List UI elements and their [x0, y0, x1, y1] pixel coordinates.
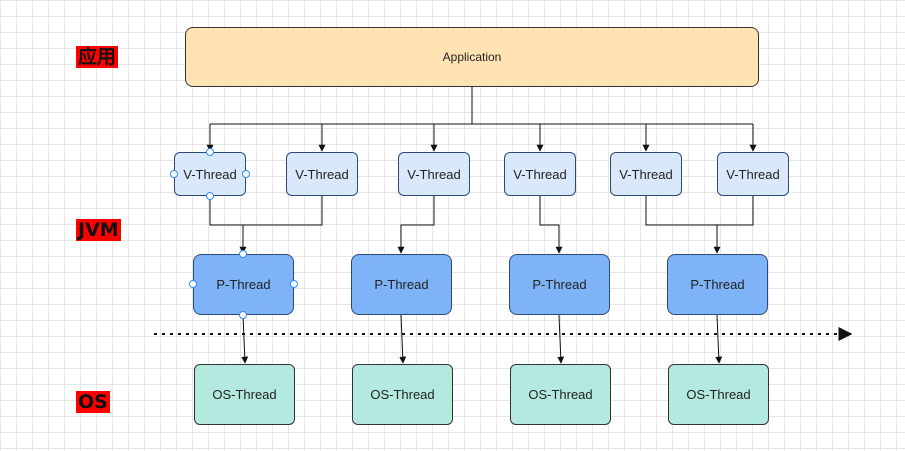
selection-handle-right[interactable] [242, 170, 250, 178]
p-thread-node-2[interactable]: P-Thread [351, 254, 452, 315]
selection-handle-right[interactable] [290, 280, 298, 288]
p-thread-node-3[interactable]: P-Thread [509, 254, 610, 315]
edge-pthread-2-osthread-2 [399, 314, 407, 364]
application-label: Application [442, 50, 502, 64]
v-thread-label: V-Thread [726, 166, 780, 182]
p-thread-label: P-Thread [690, 277, 745, 292]
selection-handle-bottom[interactable] [206, 192, 214, 200]
v-thread-node-6[interactable]: V-Thread [717, 152, 789, 196]
p-thread-label: P-Thread [216, 277, 271, 292]
edge-vthread-6-pthread-4 [717, 196, 754, 226]
v-thread-label: V-Thread [619, 166, 673, 182]
v-thread-node-2[interactable]: V-Thread [286, 152, 358, 196]
v-thread-node-3[interactable]: V-Thread [398, 152, 470, 196]
edge-pthread-1-osthread-1 [241, 314, 249, 364]
layer-label-app: 应用 [76, 46, 119, 68]
os-thread-label: OS-Thread [212, 387, 277, 402]
edge-vthread-3-pthread-2 [397, 196, 435, 254]
os-thread-node-3[interactable]: OS-Thread [510, 364, 611, 425]
edge-vthread-5-pthread-4 [645, 196, 721, 254]
p-thread-label: P-Thread [532, 277, 587, 292]
layer-label-os: OS [76, 391, 110, 413]
edge-vthread-1-pthread-1 [209, 196, 247, 254]
os-thread-node-1[interactable]: OS-Thread [194, 364, 295, 425]
os-thread-node-4[interactable]: OS-Thread [668, 364, 769, 425]
os-thread-label: OS-Thread [370, 387, 435, 402]
selection-handle-left[interactable] [189, 280, 197, 288]
os-thread-label: OS-Thread [528, 387, 593, 402]
os-thread-label: OS-Thread [686, 387, 751, 402]
p-thread-label: P-Thread [374, 277, 429, 292]
selection-handle-top[interactable] [206, 148, 214, 156]
selection-handle-left[interactable] [170, 170, 178, 178]
edge-pthread-3-osthread-3 [557, 314, 565, 364]
v-thread-node-5[interactable]: V-Thread [610, 152, 682, 196]
layer-label-jvm: JVM [76, 219, 121, 241]
v-thread-label: V-Thread [513, 166, 567, 182]
edge-pthread-4-osthread-4 [715, 314, 723, 364]
v-thread-node-1[interactable]: V-Thread [174, 152, 246, 196]
selection-handle-top[interactable] [239, 250, 247, 258]
v-thread-label: V-Thread [295, 166, 349, 182]
v-thread-label: V-Thread [183, 166, 237, 182]
v-thread-label: V-Thread [407, 166, 461, 182]
os-thread-node-2[interactable]: OS-Thread [352, 364, 453, 425]
selection-handle-bottom[interactable] [239, 311, 247, 319]
p-thread-node-4[interactable]: P-Thread [667, 254, 768, 315]
v-thread-node-4[interactable]: V-Thread [504, 152, 576, 196]
p-thread-node-1[interactable]: P-Thread [193, 254, 294, 315]
application-node[interactable]: Application [185, 27, 759, 87]
edge-vthread-4-pthread-3 [539, 196, 563, 254]
edge-vthread-2-pthread-1 [243, 196, 323, 226]
